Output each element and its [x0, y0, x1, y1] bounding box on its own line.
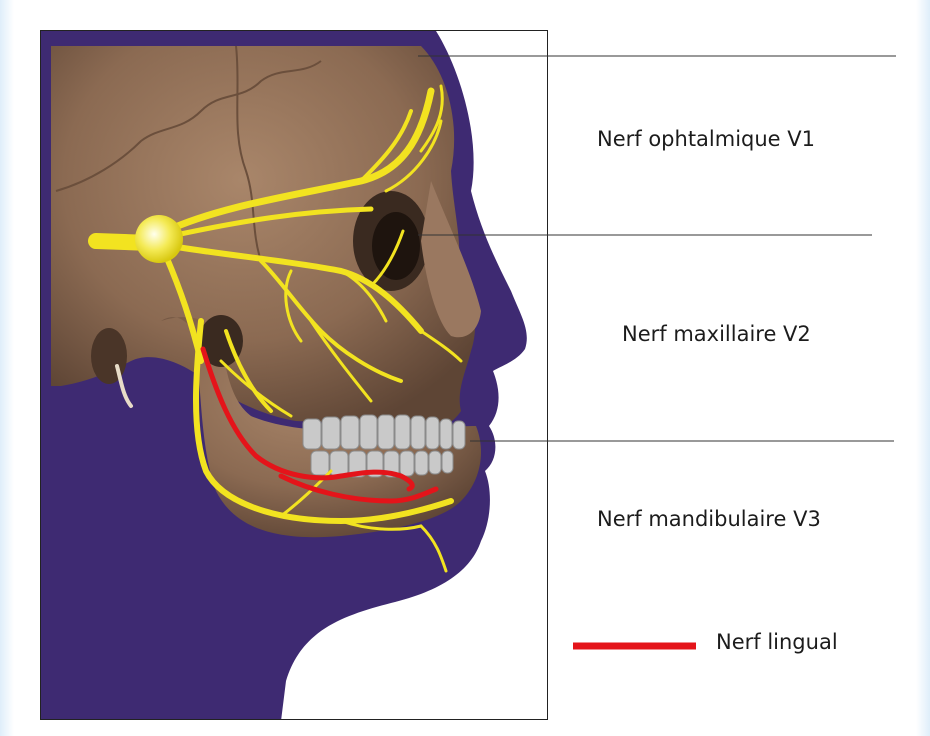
legend-label-lingual-nerve: Nerf lingual — [716, 630, 838, 654]
label-maxillary-nerve: Nerf maxillaire V2 — [622, 322, 811, 346]
label-ophthalmic-nerve: Nerf ophtalmique V1 — [597, 127, 815, 151]
label-mandibular-nerve: Nerf mandibulaire V3 — [597, 507, 821, 531]
